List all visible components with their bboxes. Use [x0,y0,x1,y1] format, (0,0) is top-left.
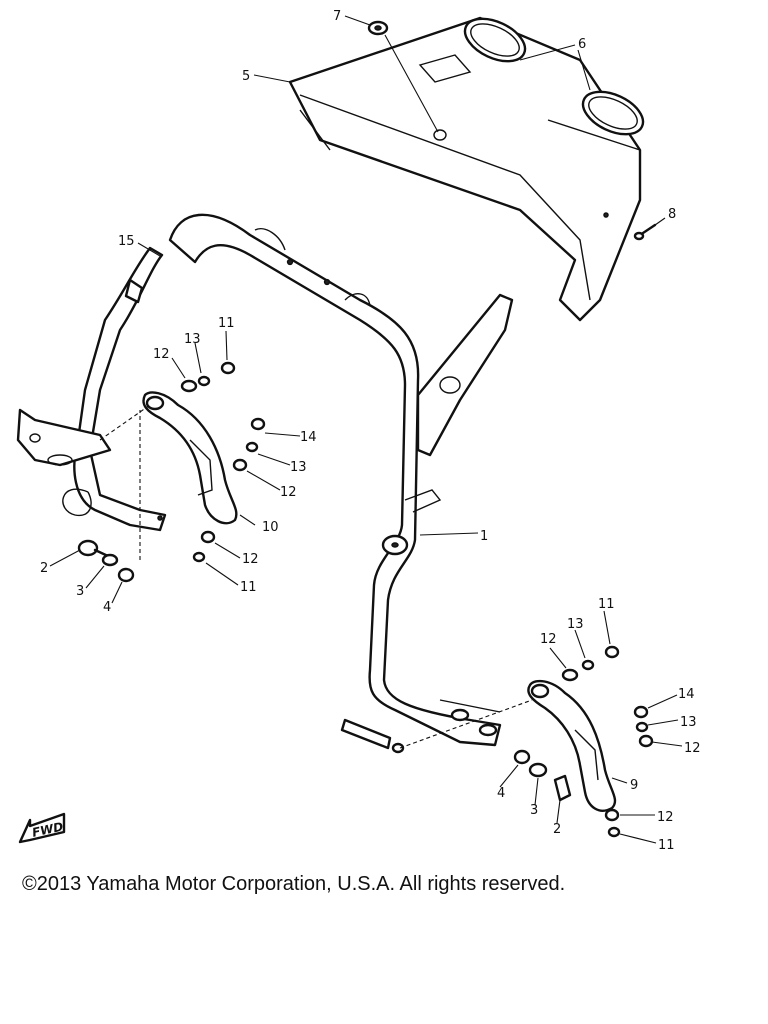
callout-13: 13 [290,460,307,475]
callout-11: 11 [240,580,257,595]
callout-7: 7 [333,9,341,24]
callout-10: 10 [262,520,279,535]
forward-arrow: FWD [18,812,66,844]
callout-4: 4 [497,786,505,801]
callout-4: 4 [103,600,111,615]
left-bracket-10 [142,391,238,525]
callout-12: 12 [153,347,170,362]
callout-13: 13 [184,332,201,347]
fasteners-right [340,645,654,838]
right-bracket-9 [527,679,617,812]
fasteners-left [77,361,266,583]
callout-numbers: 1 2 2 3 3 4 4 5 6 7 8 9 10 11 11 11 11 1… [40,9,701,853]
copyright-notice: ©2013 Yamaha Motor Corporation, U.S.A. A… [22,873,566,895]
callout-3: 3 [530,803,538,818]
callout-3: 3 [76,584,84,599]
callout-8: 8 [668,207,676,222]
callout-11: 11 [218,316,235,331]
callout-11: 11 [658,838,675,853]
callout-13: 13 [567,617,584,632]
lens-lower [581,90,645,136]
exploded-parts-diagram: 1 2 2 3 3 4 4 5 6 7 8 9 10 11 11 11 11 1… [16,9,701,853]
callout-12: 12 [540,632,557,647]
callout-12: 12 [242,552,259,567]
callout-9: 9 [630,778,638,793]
cowl-panel [288,16,642,322]
callout-15: 15 [118,234,135,249]
callout-1: 1 [480,529,488,544]
fwd-label: FWD [31,820,65,840]
lens-upper [463,17,527,63]
callout-14: 14 [300,430,317,445]
callout-14: 14 [678,687,695,702]
callout-12: 12 [657,810,674,825]
callout-12: 12 [684,741,701,756]
callout-6: 6 [578,37,586,52]
callout-2: 2 [40,561,48,576]
callout-13: 13 [680,715,697,730]
callout-11: 11 [598,597,615,612]
callout-5: 5 [242,69,250,84]
main-bar-frame [168,213,514,747]
callout-2: 2 [553,822,561,837]
callout-12: 12 [280,485,297,500]
leader-lines [49,15,683,844]
left-tube-bracket [16,246,167,532]
nut-7 [367,20,389,36]
